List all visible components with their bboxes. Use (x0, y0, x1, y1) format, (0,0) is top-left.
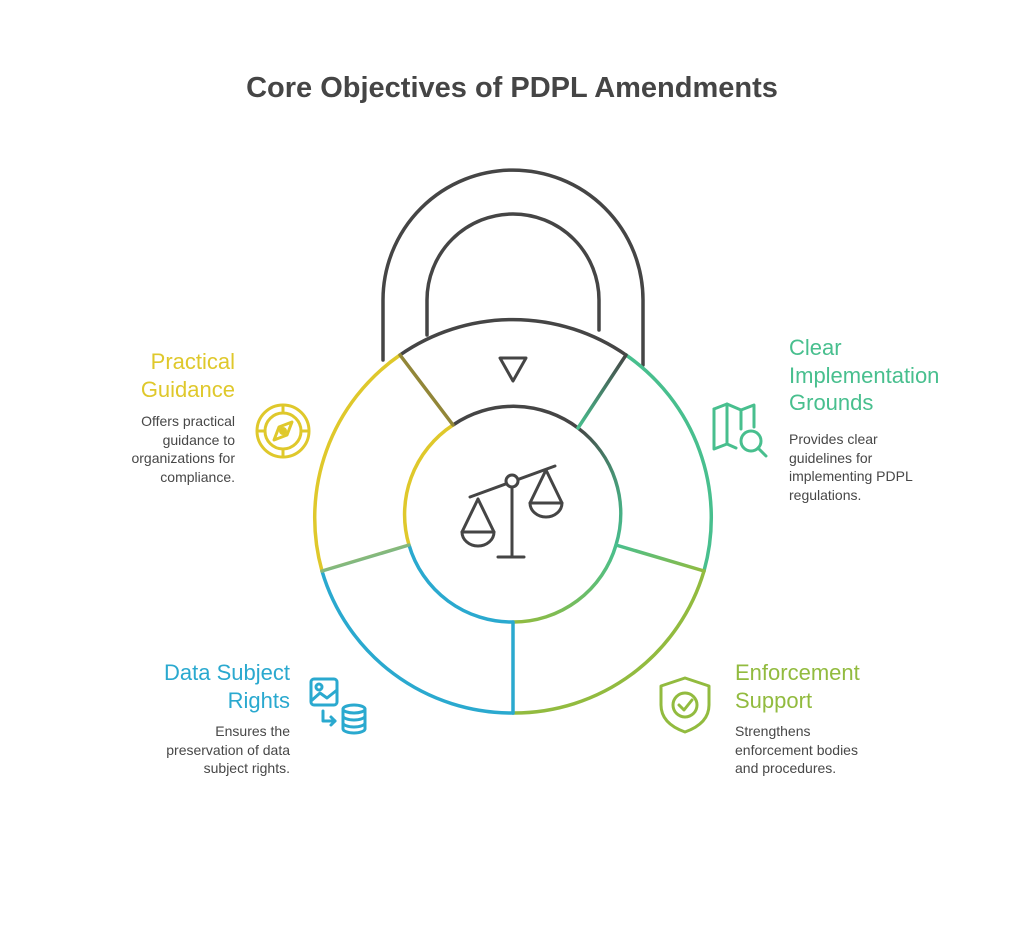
data-subject-rights-heading: Data Subject Rights (164, 660, 290, 713)
clear-implementation-heading: Clear Implementation Grounds (789, 335, 940, 415)
segment-dividers (320, 353, 706, 715)
clear-implementation-description: Provides clear guidelines for implementi… (789, 431, 913, 503)
practical-guidance-heading: Practical Guidance (140, 349, 235, 402)
image-database-icon (309, 677, 367, 735)
data-subject-rights-description: Ensures the preservation of data subject… (166, 723, 290, 776)
compass-icon (255, 403, 311, 459)
page-title: Core Objectives of PDPL Amendments (246, 72, 778, 104)
shield-check-icon (659, 676, 711, 734)
padlock-body-ring (313, 317, 713, 715)
ring-segment-enforcement (511, 569, 706, 715)
balance-scale-icon (460, 464, 564, 559)
inner-circle (402, 404, 623, 624)
ring-segment-practical (313, 353, 402, 573)
triangle-down-icon (498, 356, 528, 383)
ring-segment-clear (624, 353, 713, 573)
ring-segment-data-subject (320, 569, 515, 715)
ring-segment-top (398, 317, 628, 357)
enforcement-support-heading: Enforcement Support (735, 660, 860, 713)
map-search-icon (712, 402, 768, 458)
practical-guidance-description: Offers practical guidance to organizatio… (131, 413, 235, 485)
padlock-shackle (381, 168, 645, 367)
enforcement-support-description: Strengthens enforcement bodies and proce… (735, 723, 858, 776)
